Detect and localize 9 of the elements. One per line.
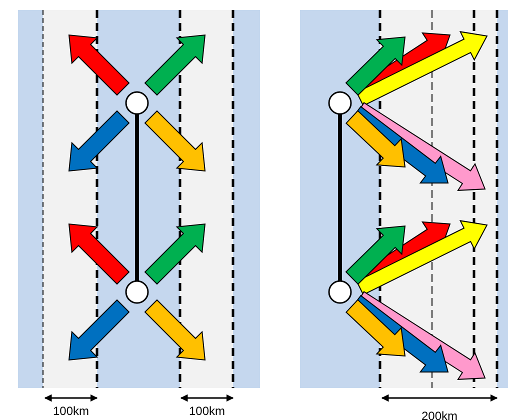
connector-line [338, 114, 342, 281]
junction-circle [328, 280, 352, 304]
connector-line [135, 114, 139, 281]
dimension-label: 200km [421, 409, 458, 420]
dimension-label: 100km [52, 404, 90, 418]
junction-circle [125, 280, 149, 304]
dimension-label: 100km [188, 404, 226, 418]
junction-circle [125, 91, 149, 115]
junction-circle [328, 91, 352, 115]
